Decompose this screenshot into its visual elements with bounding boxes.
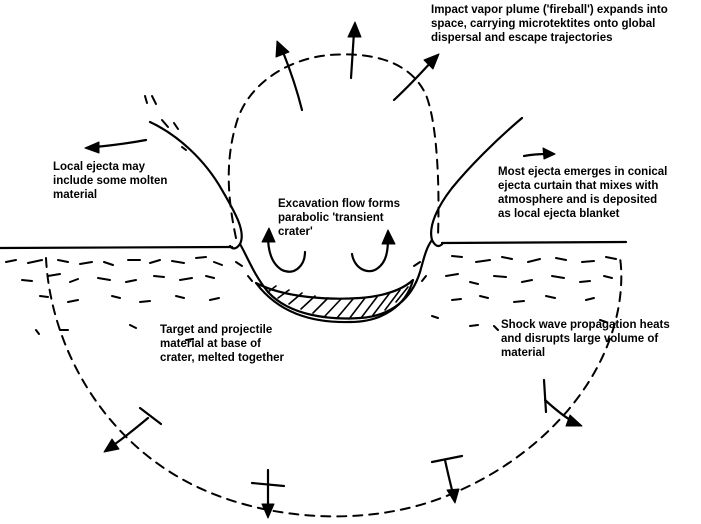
melt-label: Target and projectile material at base o… xyxy=(160,323,284,365)
local-ejecta-label: Local ejecta may include some molten mat… xyxy=(53,160,167,202)
excavation-flow-line-2: parabolic 'transient xyxy=(278,212,384,224)
shock-wave-label: Shock wave propagation heats and disrupt… xyxy=(501,318,670,360)
shock-arrow-4-tick xyxy=(544,380,546,412)
ejecta-curtain-label: Most ejecta emerges in conical ejecta cu… xyxy=(498,165,667,221)
shock-arrow-1-head xyxy=(104,439,119,452)
shock-wave-line-3: material xyxy=(501,347,545,359)
melt-line-1: Target and projectile xyxy=(160,324,272,336)
local-ejecta-line-1: Local ejecta may xyxy=(53,161,145,173)
shock-wave-front xyxy=(46,258,621,516)
local-ejecta-line-3: material xyxy=(53,189,97,201)
plume-arrow-center-head xyxy=(348,22,361,37)
shock-arrow-3-tick xyxy=(432,456,462,462)
melt-line-3: crater, melted together xyxy=(160,352,284,364)
vapor-plume-line-2: space, carrying microtektites onto globa… xyxy=(431,18,655,30)
excavation-flow-line-1: Excavation flow forms xyxy=(278,198,400,210)
ejecta-curtain-line-1: Most ejecta emerges in conical xyxy=(498,166,667,178)
vapor-plume-label: Impact vapor plume ('fireball') expands … xyxy=(431,3,668,45)
vapor-plume-line-1: Impact vapor plume ('fireball') expands … xyxy=(431,4,668,16)
melt-line-2: material at base of xyxy=(160,338,261,350)
shock-wave-line-1: Shock wave propagation heats xyxy=(501,319,670,331)
ejecta-curtain-line-2: ejecta curtain that mixes with xyxy=(498,180,658,192)
ejecta-curtain-arrow-head xyxy=(543,148,555,159)
vapor-plume-line-3: dispersal and escape trajectories xyxy=(431,32,613,44)
excavation-flow-label: Excavation flow forms parabolic 'transie… xyxy=(278,197,400,239)
excavation-flow-line-3: crater' xyxy=(278,226,313,238)
local-ejecta-arrow-head xyxy=(85,142,99,153)
ejecta-curtain-line-3: atmosphere and is deposited xyxy=(498,194,657,206)
shock-arrow-2-head xyxy=(262,504,274,518)
plume-arrow-left-head xyxy=(276,41,289,57)
local-ejecta-arrow-shaft xyxy=(95,140,146,147)
ground-surface-right xyxy=(442,242,626,243)
ground-surface-left xyxy=(0,247,232,248)
shock-arrow-3-shaft xyxy=(445,460,453,494)
shock-wave-line-2: and disrupts large volume of xyxy=(501,333,658,345)
local-ejecta-line-2: include some molten xyxy=(53,175,167,187)
excavation-arrow-left-head xyxy=(262,228,275,242)
plume-arrow-center-shaft xyxy=(351,32,354,78)
ejecta-curtain-line-4: as local ejecta blanket xyxy=(498,208,619,220)
shock-arrow-1-shaft xyxy=(112,418,148,446)
shock-arrow-4-head xyxy=(566,415,582,426)
shock-arrow-2-tick xyxy=(252,483,284,486)
